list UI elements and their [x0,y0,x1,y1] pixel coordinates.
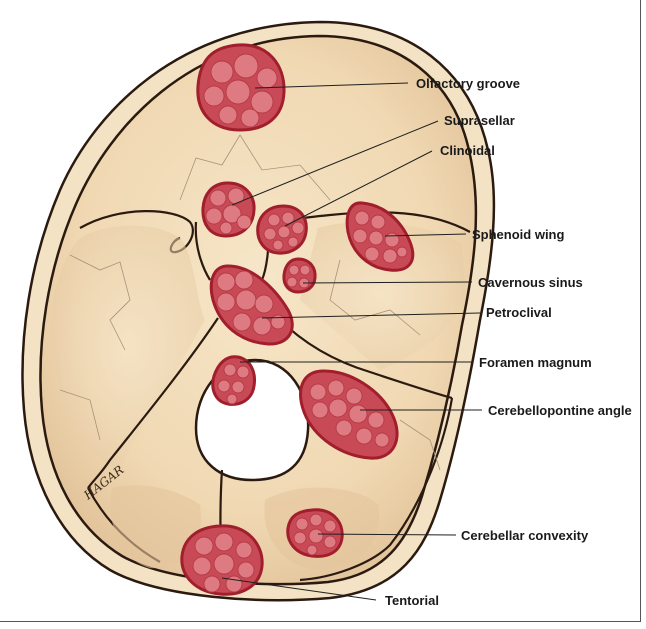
label-tentorial: Tentorial [385,593,439,608]
label-foramen-magnum: Foramen magnum [479,355,592,370]
label-clinoidal: Clinoidal [440,143,495,158]
tumor-foramen-magnum [213,357,255,405]
tumor-suprasellar [203,183,254,236]
label-cerebellar-convexity: Cerebellar convexity [461,528,589,543]
label-sphenoid-wing: Sphenoid wing [472,227,564,242]
label-olfactory-groove: Olfactory groove [416,76,520,91]
tumor-cavernous-sinus [284,259,315,292]
label-cerebellopontine-angle: Cerebellopontine angle [488,403,632,418]
label-cavernous-sinus: Cavernous sinus [478,275,583,290]
tumor-clinoidal [258,206,307,253]
tumor-tentorial [182,526,262,594]
label-suprasellar: Suprasellar [444,113,515,128]
label-petroclival: Petroclival [486,305,552,320]
tumor-cerebellar-convexity [288,510,342,557]
